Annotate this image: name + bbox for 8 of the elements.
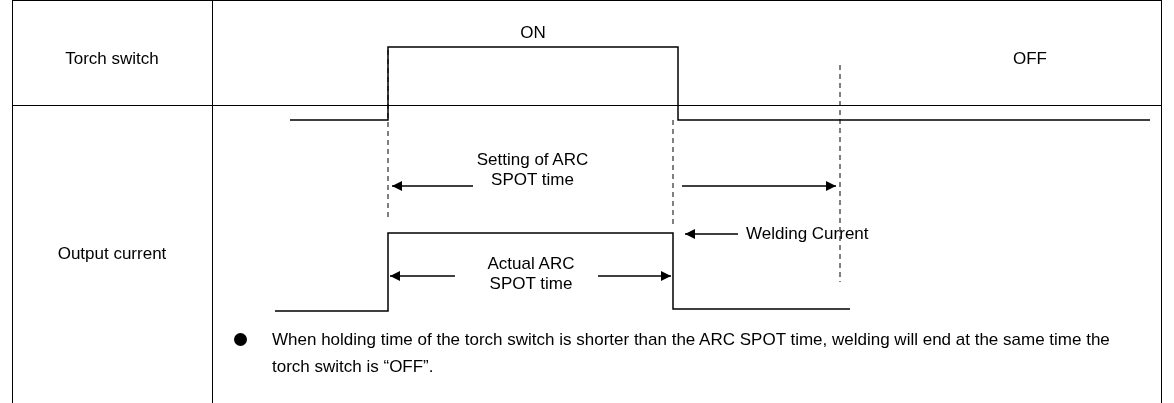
annotation-text: Welding Current (746, 223, 870, 245)
duration-label: Actual ARC SPOT time (486, 254, 576, 295)
state-label: OFF (1012, 48, 1048, 70)
state-label: ON (519, 22, 547, 44)
row-header: Torch switch (64, 48, 160, 70)
duration-label: Setting of ARC SPOT time (475, 150, 590, 191)
note-text: When holding time of the torch switch is shorter than the ARC SPOT time, welding will end at the same time the torch switch is “OFF”. (272, 329, 1111, 379)
row-header: Output current (56, 243, 168, 265)
